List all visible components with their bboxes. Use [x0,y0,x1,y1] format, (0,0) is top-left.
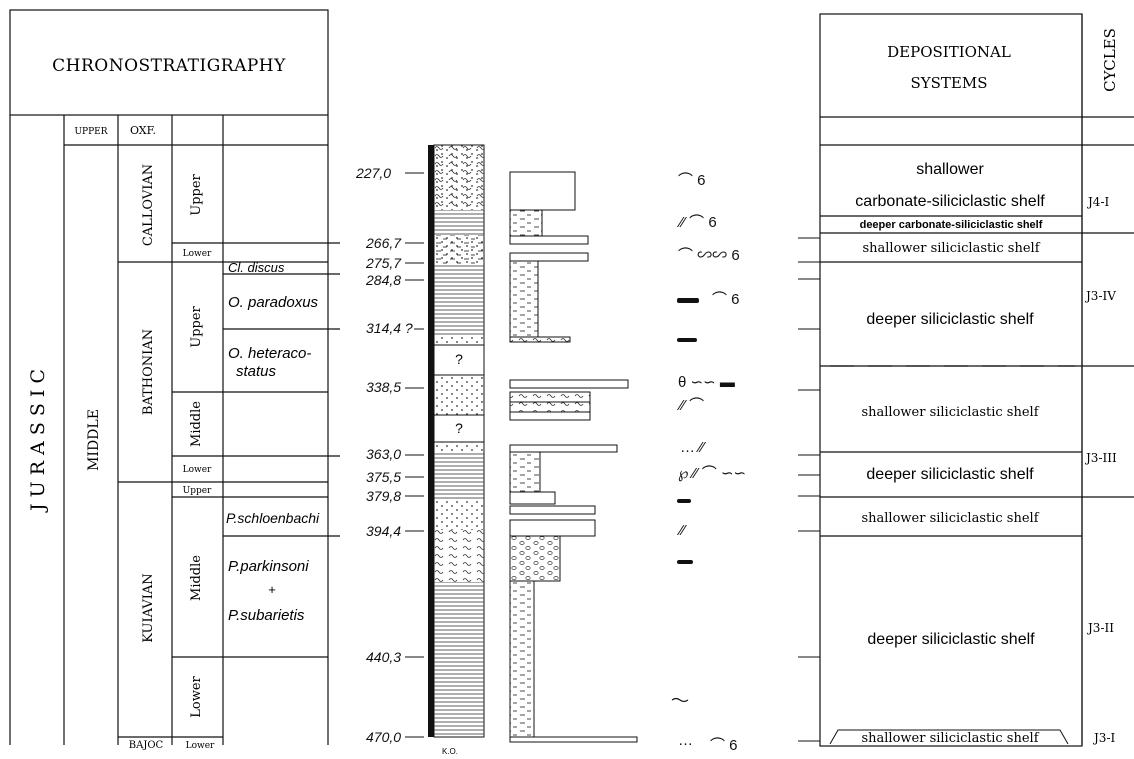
depth-label: 338,5 [366,379,401,395]
depth-label: 275,7 [365,255,402,271]
cycle-label: J4-I [1086,195,1110,209]
substage-callovian-lower: Lower [183,249,212,259]
stage-oxf-label: OXF. [130,124,156,137]
system-deeper-silici: deeper siliciclastic shelf [866,466,1034,483]
system-shallower-carb-2: carbonate-siliciclastic shelf [855,193,1045,210]
substage-bathonian-middle: Middle [189,401,204,447]
question-mark: ? [455,420,463,436]
zone-o-paradoxus: O. paradoxus [228,294,319,311]
depth-label: 284,8 [365,272,401,288]
depositional-tick-marks [798,238,820,741]
system-deeper-carb: deeper carbonate-siliciclastic shelf [860,219,1043,231]
system-jurassic-label: J U R A S S I C [27,369,49,513]
cycle-label: J3-II [1086,621,1114,635]
depth-tick-marks [405,173,424,737]
stage-bathonian-label: BATHONIAN [141,329,156,415]
lithology-column [428,145,484,737]
system-shallower-silici: shallower siliciclastic shelf [862,241,1040,256]
fossil-symbol: θ ∽∽ ▬ [678,374,735,391]
zone-o-heteracostatus-1: O. heteraco- [228,345,311,362]
cycles-header: CYCLES [1101,28,1119,92]
fossil-symbol: ⌒ 6 [712,291,740,308]
depth-label: 363,0 [366,446,401,462]
fossil-symbol: ⌒ 6 [678,172,706,189]
substage-bathonian-upper: Upper [189,305,204,347]
base-label: K.O. [442,747,458,756]
depositional-header-1: DEPOSITIONAL [887,43,1011,61]
depositional-header-2: SYSTEMS [910,74,987,92]
fossil-symbol: ⌒ 6 [710,737,738,754]
grain-size-profile [510,172,637,742]
substage-callovian-upper: Upper [189,173,204,215]
system-shallower-silici: shallower siliciclastic shelf [861,511,1039,526]
stage-bajoc-label: BAJOC [129,740,164,751]
fossil-symbol: ⁄⁄ ⌒ [676,397,704,414]
fossil-bar-symbols [672,298,699,702]
substage-kuiavian-lower: Lower [189,675,204,717]
zone-o-heteracostatus-2: status [236,363,277,380]
depth-label: 394,4 [366,523,401,539]
depth-label: 440,3 [366,649,401,665]
depth-label: 227,0 [355,165,391,181]
depth-label: 314,4 ? [366,320,413,336]
substage-kuiavian-upper: Upper [183,486,212,496]
system-deeper-silici: deeper siliciclastic shelf [867,631,1035,648]
fossil-symbol: … ⁄⁄ [680,439,707,456]
system-deeper-silici: deeper siliciclastic shelf [866,311,1034,328]
substage-kuiavian-middle: Middle [189,555,204,601]
cycle-label: J3-III [1084,451,1117,465]
fossil-symbol: … [678,732,693,749]
fossil-symbol: ⁄⁄ ⌒ 6 [676,214,717,231]
depth-label: 375,5 [366,469,401,485]
depth-label: 470,0 [366,729,401,745]
question-mark: ? [455,351,463,367]
cycle-label: J3-I [1092,731,1116,745]
cycle-label: J3-IV [1084,289,1116,303]
system-shallower-silici: shallower siliciclastic shelf [861,405,1039,420]
series-upper-label: UPPER [74,127,107,137]
substage-bathonian-lower: Lower [183,465,212,475]
system-shallower-carb-1: shallower [916,161,984,178]
fossil-symbol: ℘ ⁄⁄ ⌒ ∽∽ [678,465,746,482]
depth-label: 266,7 [365,235,402,251]
depth-labels: 227,0 266,7 275,7 284,8 314,4 ? 338,5 36… [355,165,413,745]
depth-label: 379,8 [366,488,401,504]
zone-cl-discus: Cl. discus [228,260,285,275]
zone-p-parkinsoni: P.parkinsoni [228,558,309,575]
zone-p-schloenbachi: P.schloenbachi [226,510,320,526]
system-shallower-silici: shallower siliciclastic shelf [861,731,1039,746]
series-middle-label: MIDDLE [86,409,102,471]
stage-kuiavian-label: KUIAVIAN [141,573,156,642]
fossil-symbols: ⌒ 6 ⁄⁄ ⌒ 6 ⌒ ∽∽ 6 ⌒ 6 θ ∽∽ ▬ ⁄⁄ ⌒ … ⁄⁄ ℘… [676,172,746,754]
fossil-symbol: ⁄⁄ [676,522,688,539]
chronostratigraphy-header: CHRONOSTRATIGRAPHY [52,56,286,76]
substage-bajoc-lower: Lower [186,741,215,751]
zone-p-subarietis: P.subarietis [228,607,305,624]
chronostratigraphy-table [10,10,340,745]
stage-callovian-label: CALLOVIAN [141,164,156,246]
fossil-symbol: ⌒ ∽∽ 6 [678,247,740,264]
zone-plus-sign: + [268,582,276,597]
